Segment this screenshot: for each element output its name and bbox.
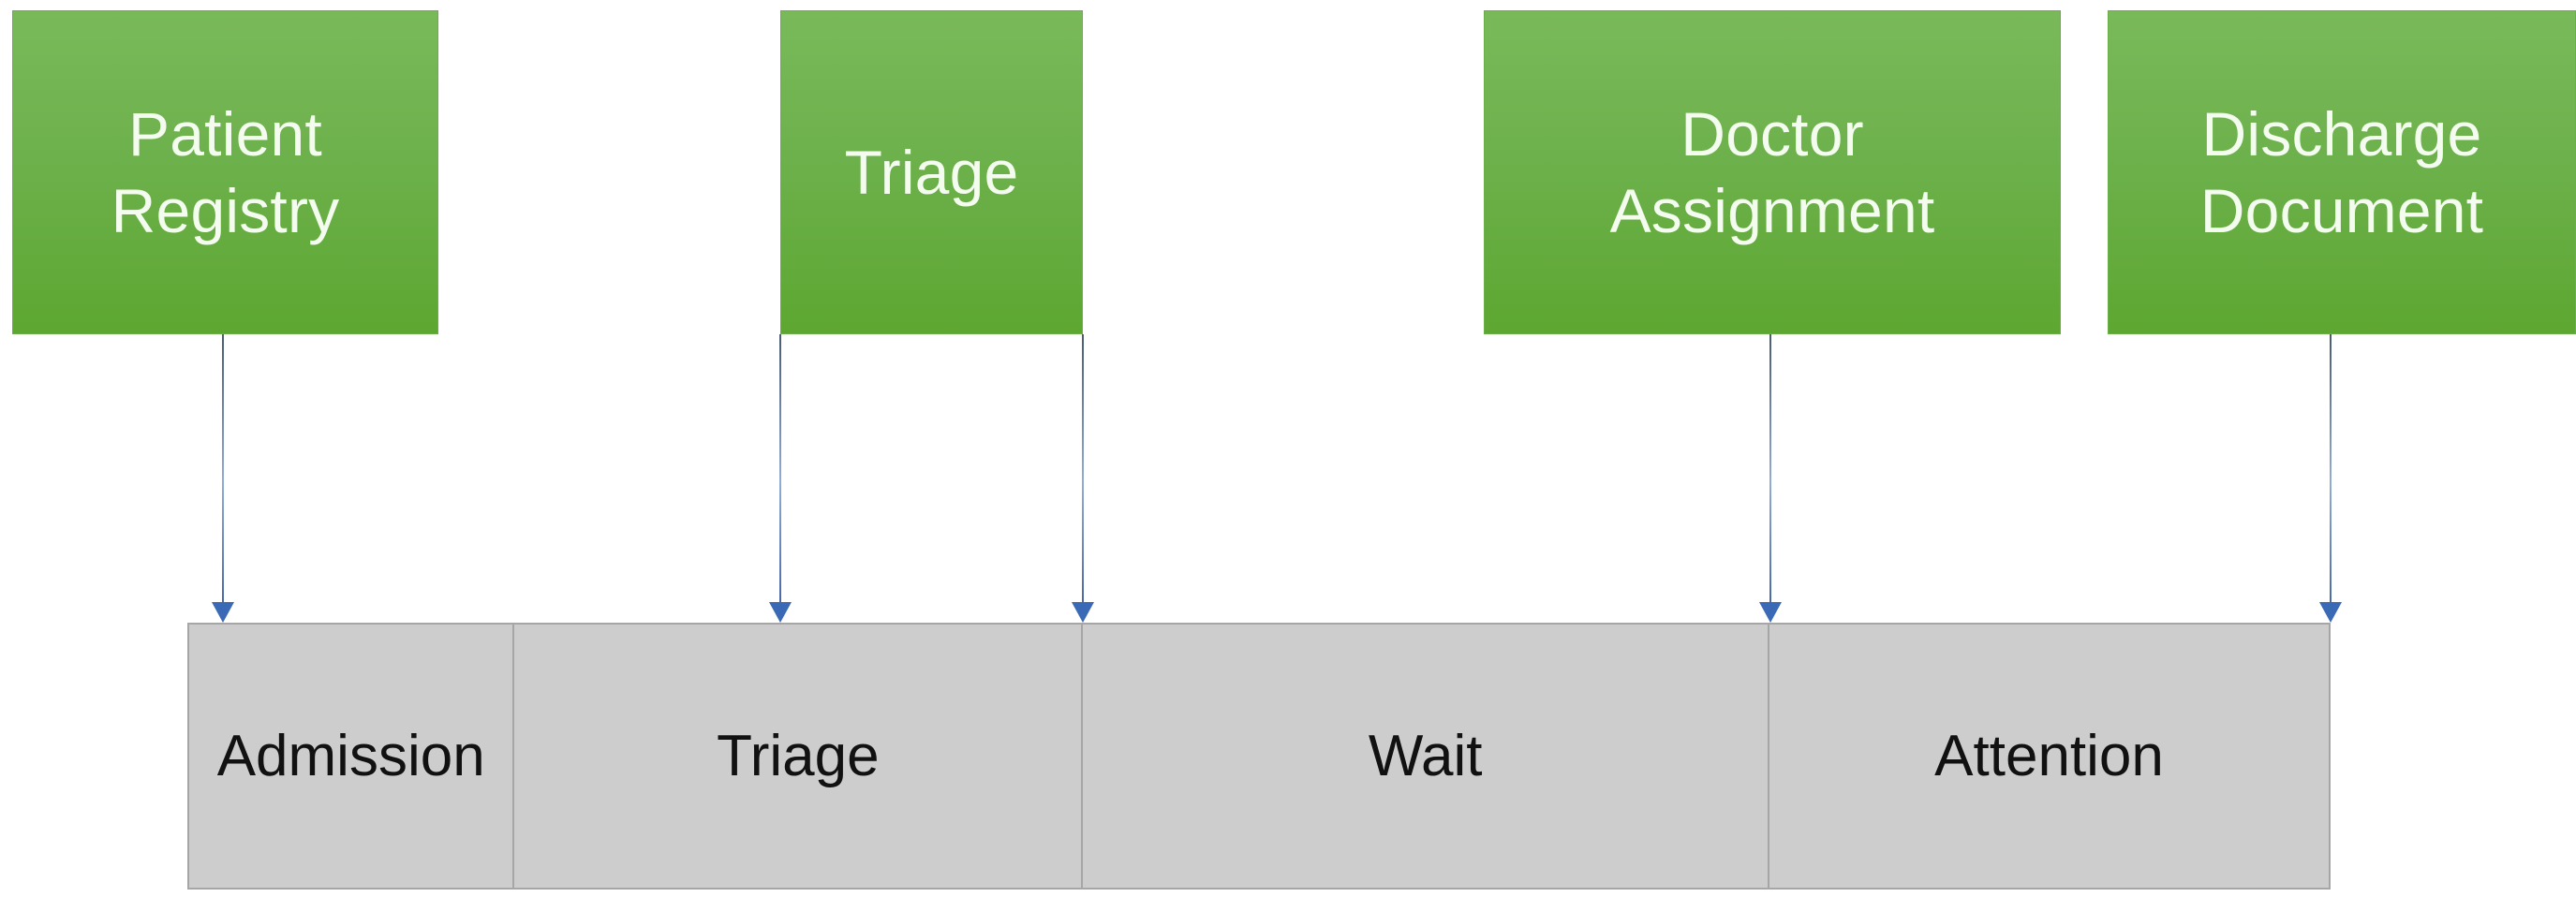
down-arrow-icon-triage-end (1064, 334, 1102, 623)
event-box-discharge-document[interactable]: Discharge Document (2108, 10, 2576, 334)
arrow-shaft (779, 334, 781, 602)
arrow-shaft (2330, 334, 2332, 602)
event-box-label: Patient Registry (111, 98, 340, 246)
arrow-head (1072, 602, 1094, 623)
arrow-head (212, 602, 234, 623)
arrow-shaft (222, 334, 224, 602)
arrow-head (1759, 602, 1782, 623)
arrow-shaft (1769, 334, 1771, 602)
event-box-patient-registry[interactable]: Patient Registry (12, 10, 438, 334)
arrow-shaft (1082, 334, 1084, 602)
phase-label: Admission (216, 723, 485, 788)
event-box-triage[interactable]: Triage (780, 10, 1083, 334)
event-box-label: Doctor Assignment (1609, 98, 1935, 246)
arrow-head (2319, 602, 2342, 623)
phase-label: Attention (1934, 723, 2164, 788)
phase-cell-attention[interactable]: Attention (1769, 625, 2329, 888)
event-box-label: Discharge Document (2199, 98, 2484, 246)
down-arrow-icon-patient-registry (204, 334, 242, 623)
phase-bar: Admission Triage Wait Attention (187, 623, 2331, 890)
phase-cell-admission[interactable]: Admission (189, 625, 515, 888)
event-box-doctor-assignment[interactable]: Doctor Assignment (1484, 10, 2061, 334)
event-box-label: Triage (844, 137, 1019, 207)
phase-cell-triage[interactable]: Triage (514, 625, 1084, 888)
phase-label: Wait (1368, 723, 1483, 788)
phase-cell-wait[interactable]: Wait (1083, 625, 1770, 888)
down-arrow-icon-discharge-document (2312, 334, 2349, 623)
arrow-head (769, 602, 792, 623)
down-arrow-icon-triage-start (762, 334, 799, 623)
down-arrow-icon-doctor-assignment (1752, 334, 1789, 623)
phase-label: Triage (717, 723, 880, 788)
